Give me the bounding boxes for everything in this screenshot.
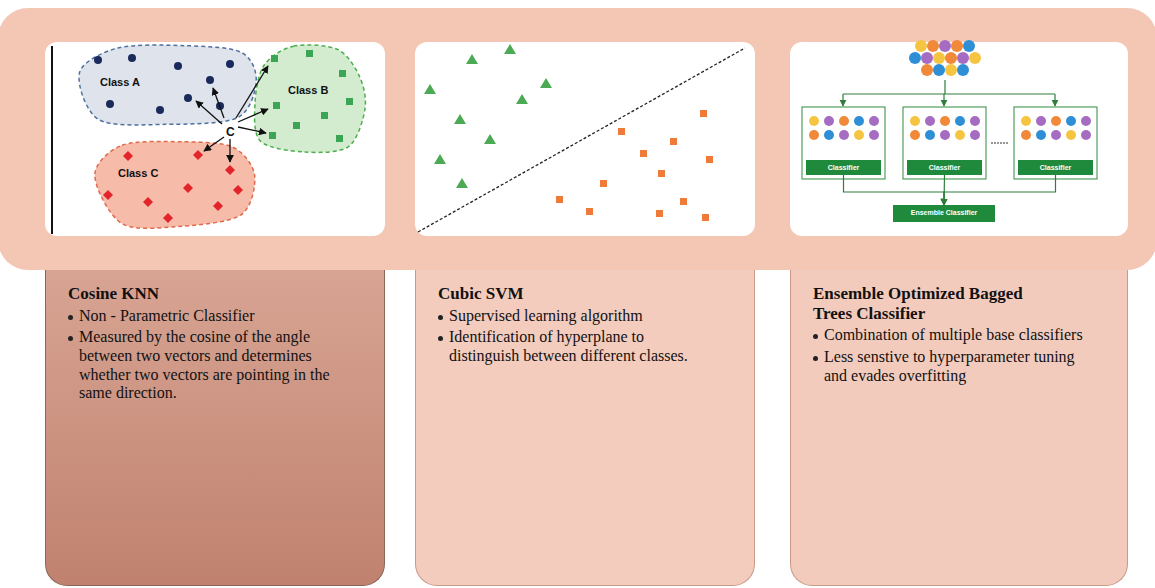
region-label: Class C: [118, 167, 158, 179]
data-cluster: [909, 40, 981, 76]
box-label: Classifier: [806, 160, 881, 175]
class-region: Class C: [88, 140, 258, 228]
classifier-box: Ensemble Classifier: [893, 205, 995, 222]
illustration-panel: [415, 42, 755, 236]
sample-dots: [809, 116, 1091, 140]
merge-connector: [844, 175, 945, 205]
region-shape: [95, 141, 255, 228]
card-heading: Cosine KNN: [68, 284, 368, 304]
illustration-panel: [45, 42, 385, 236]
classifier-frames: [802, 107, 1097, 179]
region-label: Class A: [100, 76, 140, 88]
classifier-box: Classifier: [1018, 160, 1093, 175]
class-c-points: [103, 150, 243, 223]
square-points: [556, 110, 713, 221]
region-outline: [88, 140, 258, 228]
bullet-text: Combination of multiple base classifiers: [813, 326, 1086, 345]
region-shape: [79, 45, 256, 125]
box-label: Classifier: [907, 160, 982, 175]
region-label: Class B: [288, 84, 328, 96]
method-card: Cubic SVM Supervised learning algorithmId…: [415, 270, 755, 586]
card-heading: Cubic SVM: [438, 284, 738, 304]
bullet-text: Measured by the cosine of the angle betw…: [68, 328, 341, 403]
card-heading: Ensemble Optimized Bagged Trees Classifi…: [813, 284, 1028, 323]
hyperplane: [418, 48, 745, 232]
classifier-box: Classifier: [907, 160, 982, 175]
method-card: Cosine KNN Non - Parametric ClassifierMea…: [45, 270, 385, 586]
bullet-text: Less senstive to hyperparameter tuning a…: [813, 348, 1086, 385]
query-point-label: C: [226, 125, 235, 139]
region-shape: [255, 45, 366, 153]
top-band: [0, 8, 1155, 270]
method-card: Ensemble Optimized Bagged Trees Classifi…: [790, 270, 1128, 586]
split-lines: [843, 80, 1055, 106]
axis-line: [51, 46, 53, 234]
box-label: Classifier: [1018, 160, 1093, 175]
ellipsis-dots: [991, 142, 1008, 144]
neighbour-arrows: [196, 66, 268, 162]
point-label-wrap: C: [226, 122, 235, 140]
bullet-text: Supervised learning algorithm: [438, 307, 711, 326]
triangle-points: [424, 44, 552, 188]
class-a-points: [94, 54, 234, 114]
class-b-points: [269, 50, 353, 142]
box-label: Ensemble Classifier: [893, 205, 995, 220]
classifier-box: Classifier: [806, 160, 881, 175]
merge-connector: [944, 175, 1056, 205]
bullet-text: Non - Parametric Classifier: [68, 307, 341, 326]
illustration-panel: [790, 42, 1128, 236]
bullet-text: Identification of hyperplane to distingu…: [438, 328, 711, 365]
